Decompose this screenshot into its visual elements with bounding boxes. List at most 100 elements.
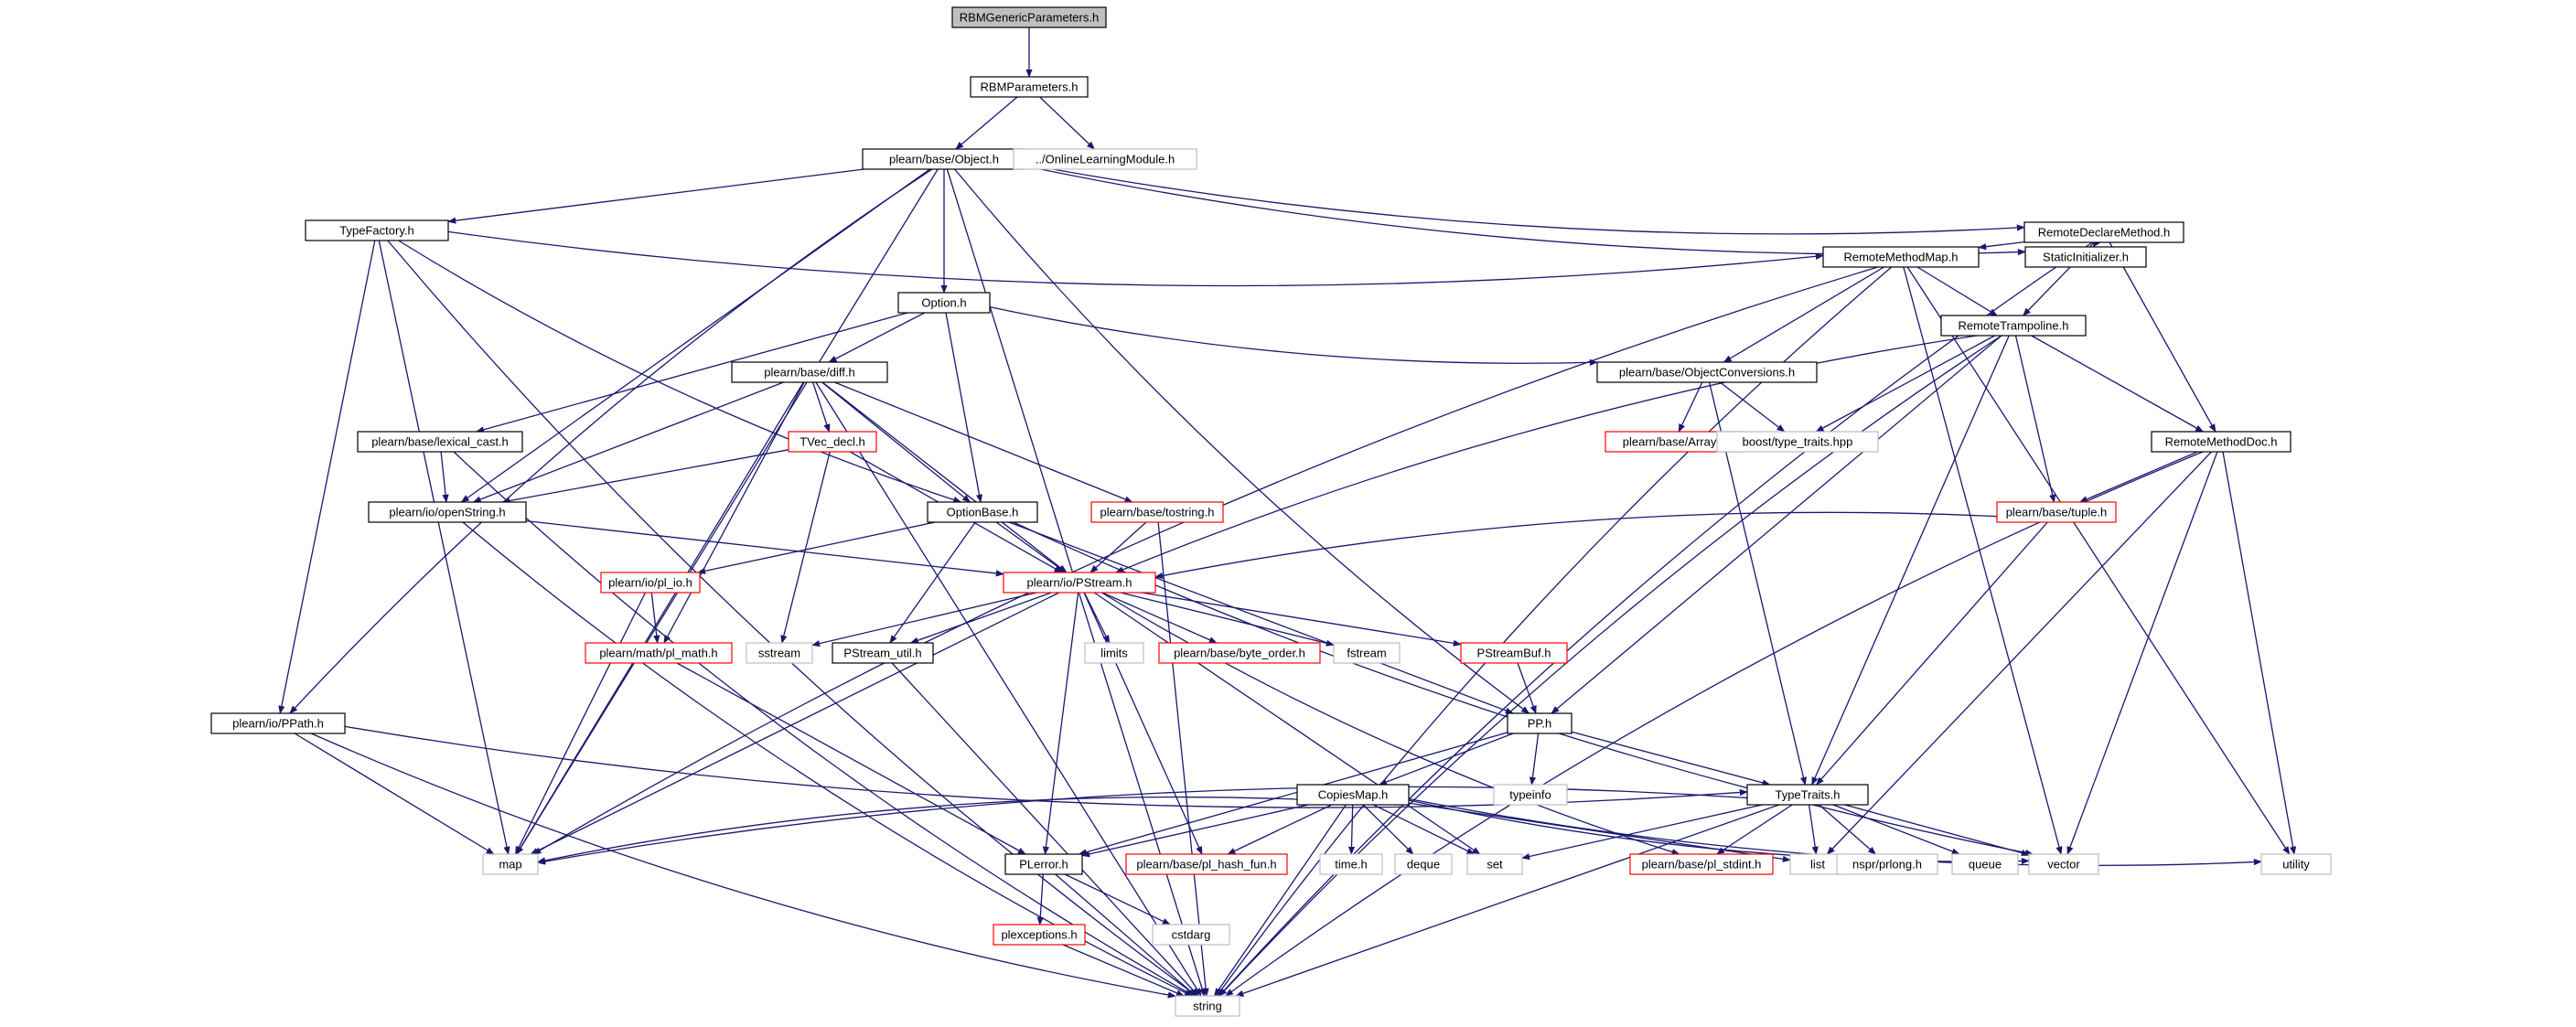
node-plearn-base-diff-h[interactable]: plearn/base/diff.h bbox=[731, 361, 888, 383]
node-option-h[interactable]: Option.h bbox=[897, 292, 991, 314]
node-plearn-base-lexical-cast-h[interactable]: plearn/base/lexical_cast.h bbox=[357, 431, 523, 453]
node-label: limits bbox=[1100, 647, 1128, 660]
edge-optionbase-h-to-pstream-util-h bbox=[889, 521, 976, 644]
node-label: plearn/base/tostring.h bbox=[1100, 506, 1214, 519]
edge-pstreambuf-h-to-pp-h bbox=[1517, 662, 1537, 714]
node-remotemethoddoc-h[interactable]: RemoteMethodDoc.h bbox=[2151, 431, 2292, 453]
node-label: TypeFactory.h bbox=[339, 224, 413, 238]
node-plearn-io-ppath-h[interactable]: plearn/io/PPath.h bbox=[210, 712, 346, 734]
node-plearn-math-pl-math-h[interactable]: plearn/math/pl_math.h bbox=[585, 642, 733, 664]
node-plearn-base-objectconversions-h[interactable]: plearn/base/ObjectConversions.h bbox=[1596, 361, 1818, 383]
node-box bbox=[1493, 784, 1568, 806]
node-rbmgenericparameters-h[interactable]: RBMGenericParameters.h bbox=[951, 6, 1107, 28]
node-plearn-base-array-h[interactable]: plearn/base/Array.h bbox=[1605, 431, 1744, 453]
node-box bbox=[731, 361, 888, 383]
node-box bbox=[482, 853, 539, 875]
edge-plearn-base-diff-h-to-string bbox=[815, 381, 1202, 997]
node-box bbox=[357, 431, 523, 453]
node-plearn-base-pl-hash-fun-h[interactable]: plearn/base/pl_hash_fun.h bbox=[1125, 853, 1288, 875]
node-plerror-h[interactable]: PLerror.h bbox=[1004, 853, 1083, 875]
edge-remotemethodmap-h-to-plearn-base-objectconversions-h bbox=[1723, 266, 1884, 363]
node-label: map bbox=[499, 858, 521, 872]
edge-plearn-io-ppath-h-to-map bbox=[294, 733, 495, 855]
node-plearn-io-pstream-h[interactable]: plearn/io/PStream.h bbox=[1003, 572, 1156, 594]
node-onlinelearningmodule-h[interactable]: ../OnlineLearningModule.h bbox=[1013, 148, 1197, 170]
edge-copiesmap-h-to-set bbox=[1373, 804, 1476, 855]
edge-remotedeclaremethod-h-to-string bbox=[1218, 241, 2093, 997]
node-staticinitializer-h[interactable]: StaticInitializer.h bbox=[2024, 246, 2147, 268]
node-label: TypeTraits.h bbox=[1775, 788, 1840, 802]
node-pstream-util-h[interactable]: PStream_util.h bbox=[832, 642, 934, 664]
node-utility[interactable]: utility bbox=[2260, 853, 2332, 875]
node-box bbox=[927, 501, 1038, 523]
node-optionbase-h[interactable]: OptionBase.h bbox=[927, 501, 1038, 523]
node-time-h[interactable]: time.h bbox=[1319, 853, 1383, 875]
node-set[interactable]: set bbox=[1466, 853, 1523, 875]
node-queue[interactable]: queue bbox=[1951, 853, 2019, 875]
edge-rbmparameters-h-to-onlinelearningmodule-h bbox=[1039, 96, 1096, 150]
edge-plexceptions-h-to-string bbox=[1062, 944, 1185, 997]
node-label: queue bbox=[1969, 858, 2002, 872]
node-copiesmap-h[interactable]: CopiesMap.h bbox=[1296, 784, 1410, 806]
node-box bbox=[305, 219, 449, 241]
edge-remotemethodmap-h-to-vector bbox=[1903, 266, 2063, 855]
node-remotemethodmap-h[interactable]: RemoteMethodMap.h bbox=[1822, 246, 1980, 268]
edge-plearn-base-diff-h-to-plearn-base-tostring-h bbox=[834, 381, 1133, 503]
edge-plearn-io-pstream-h-to-plearn-base-pl-hash-fun-h bbox=[1083, 592, 1203, 855]
node-plearn-base-byte-order-h[interactable]: plearn/base/byte_order.h bbox=[1158, 642, 1321, 664]
node-typefactory-h[interactable]: TypeFactory.h bbox=[305, 219, 449, 241]
node-cstdarg[interactable]: cstdarg bbox=[1152, 924, 1230, 946]
edge-plearn-base-object-h-to-map bbox=[516, 168, 939, 855]
node-label: fstream bbox=[1347, 647, 1386, 660]
node-box bbox=[1507, 712, 1572, 734]
edge-copiesmap-h-to-string bbox=[1214, 804, 1347, 997]
node-box bbox=[585, 642, 733, 664]
node-box bbox=[1940, 315, 2087, 337]
node-fstream[interactable]: fstream bbox=[1333, 642, 1401, 664]
node-label: PStreamBuf.h bbox=[1477, 647, 1551, 660]
node-label: plearn/base/pl_stdint.h bbox=[1642, 858, 1762, 872]
edge-optionbase-h-to-plearn-io-pstream-h bbox=[995, 521, 1067, 573]
node-label: plearn/base/byte_order.h bbox=[1174, 647, 1305, 660]
node-sstream[interactable]: sstream bbox=[746, 642, 813, 664]
node-map[interactable]: map bbox=[482, 853, 539, 875]
edge-remotetrampoline-h-to-boost-type-traits-hpp bbox=[1815, 335, 1995, 433]
edge-plearn-io-pstream-h-to-pstream-util-h bbox=[909, 592, 1052, 644]
node-list[interactable]: list bbox=[1789, 853, 1846, 875]
node-string[interactable]: string bbox=[1175, 995, 1240, 1017]
node-tvec-decl-h[interactable]: TVec_decl.h bbox=[788, 431, 877, 453]
node-pstreambuf-h[interactable]: PStreamBuf.h bbox=[1460, 642, 1568, 664]
edge-typetraits-h-to-list bbox=[1808, 804, 1819, 855]
node-typetraits-h[interactable]: TypeTraits.h bbox=[1746, 784, 1869, 806]
node-rbmparameters-h[interactable]: RBMParameters.h bbox=[970, 76, 1089, 98]
node-nspr-prlong-h[interactable]: nspr/prlong.h bbox=[1836, 853, 1938, 875]
node-plearn-io-openstring-h[interactable]: plearn/io/openString.h bbox=[368, 501, 527, 523]
edge-plearn-base-object-h-to-plearn-io-ppath-h bbox=[289, 168, 933, 714]
node-plexceptions-h[interactable]: plexceptions.h bbox=[993, 924, 1086, 946]
node-label: nspr/prlong.h bbox=[1852, 858, 1922, 872]
node-typeinfo[interactable]: typeinfo bbox=[1493, 784, 1568, 806]
edge-plearn-base-diff-h-to-tvec-decl-h bbox=[811, 381, 831, 433]
edge-plearn-base-tostring-h-to-plearn-io-pstream-h bbox=[1089, 521, 1147, 573]
node-box bbox=[2023, 221, 2184, 243]
node-deque[interactable]: deque bbox=[1394, 853, 1453, 875]
edge-plearn-base-object-h-to-remotedeclaremethod-h bbox=[1025, 163, 2025, 235]
node-limits[interactable]: limits bbox=[1084, 642, 1144, 664]
node-plearn-base-pl-stdint-h[interactable]: plearn/base/pl_stdint.h bbox=[1629, 853, 1774, 875]
node-plearn-base-tostring-h[interactable]: plearn/base/tostring.h bbox=[1090, 501, 1224, 523]
edge-optionbase-h-to-plearn-io-pl-io-h bbox=[697, 521, 936, 574]
node-label: sstream bbox=[758, 647, 800, 660]
node-vector[interactable]: vector bbox=[2028, 853, 2099, 875]
edge-remotetrampoline-h-to-plearn-io-pstream-h bbox=[1115, 335, 1978, 573]
node-plearn-base-object-h[interactable]: plearn/base/Object.h bbox=[862, 148, 1026, 170]
node-boost-type-traits-hpp[interactable]: boost/type_traits.hpp bbox=[1716, 431, 1879, 453]
dependency-edges bbox=[278, 27, 2297, 999]
node-plearn-io-pl-io-h[interactable]: plearn/io/pl_io.h bbox=[600, 572, 701, 594]
node-label: PP.h bbox=[1528, 717, 1552, 731]
node-box bbox=[2260, 853, 2332, 875]
node-pp-h[interactable]: PP.h bbox=[1507, 712, 1572, 734]
node-remotetrampoline-h[interactable]: RemoteTrampoline.h bbox=[1940, 315, 2087, 337]
node-plearn-base-tuple-h[interactable]: plearn/base/tuple.h bbox=[1996, 501, 2117, 523]
node-remotedeclaremethod-h[interactable]: RemoteDeclareMethod.h bbox=[2023, 221, 2184, 243]
